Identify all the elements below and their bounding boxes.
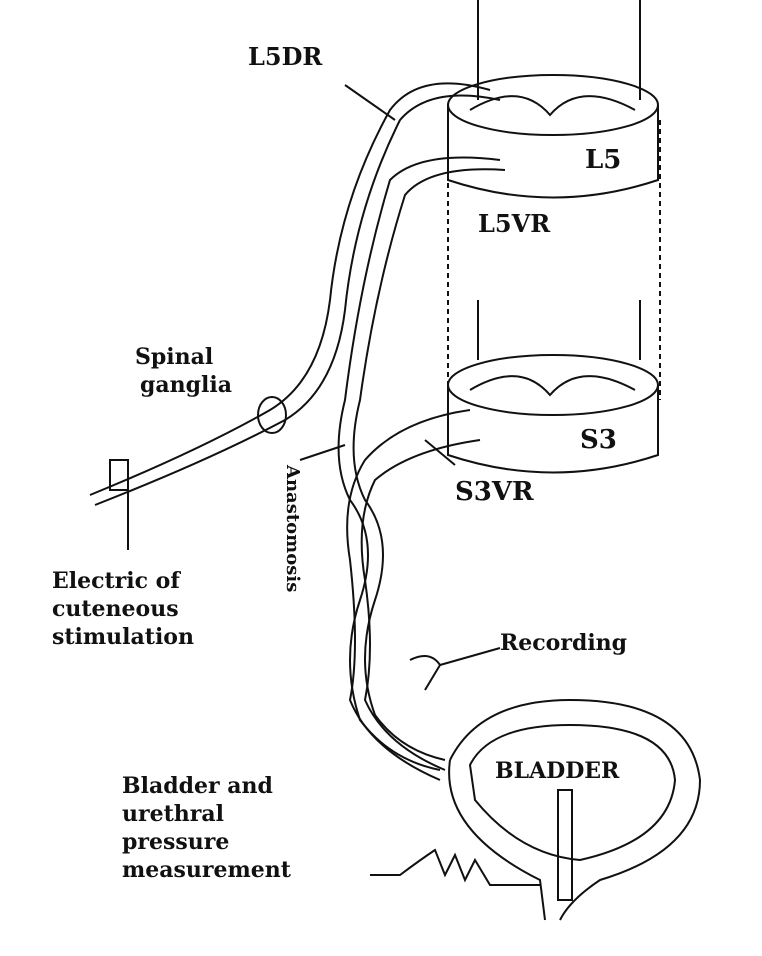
label-recording: Recording (500, 630, 627, 656)
label-stim-3: stimulation (52, 624, 194, 650)
label-pressure-3: pressure (122, 829, 229, 855)
stimulation-electrode (109, 459, 129, 550)
s3-segment (447, 300, 659, 474)
label-l5vr: L5VR (478, 209, 551, 238)
label-l5: L5 (585, 145, 621, 175)
label-spinal: Spinal (135, 344, 213, 370)
label-s3vr: S3VR (455, 477, 534, 507)
label-l5dr: L5DR (248, 42, 323, 71)
nerve-fibers (89, 82, 506, 781)
recording-electrode (409, 655, 442, 691)
recording-pointer (439, 647, 501, 666)
label-pressure-4: measurement (122, 857, 292, 883)
label-stim-2: cuteneous (52, 596, 179, 622)
label-ganglia: ganglia (140, 372, 232, 398)
bladder-shape (448, 698, 702, 921)
s3vr-pointer (424, 439, 456, 466)
label-pressure-2: urethral (122, 801, 224, 827)
label-pressure-1: Bladder and (122, 773, 273, 799)
label-stim-1: Electric of (52, 568, 181, 594)
spinal-cord-column (447, 0, 661, 400)
anastomosis-pointer (299, 444, 346, 461)
label-bladder: BLADDER (495, 758, 620, 784)
label-anastomosis: Anastomosis (282, 464, 303, 592)
l5-segment (447, 74, 659, 199)
label-s3: S3 (580, 425, 617, 455)
l5dr-pointer (344, 84, 396, 121)
pressure-trace (370, 848, 540, 886)
